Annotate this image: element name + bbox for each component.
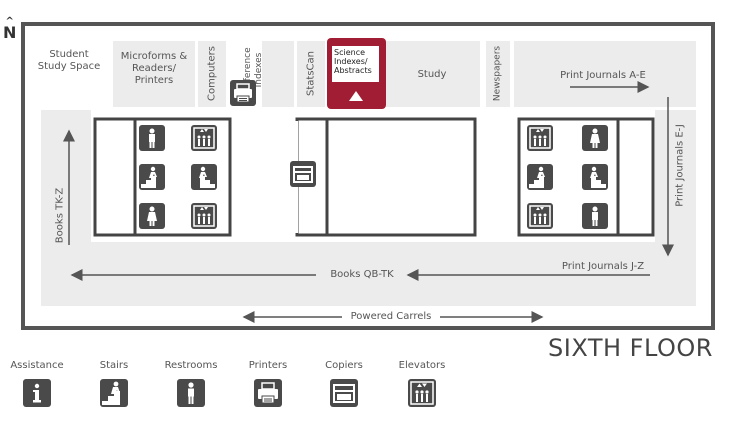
elevator-icon[interactable] [191,203,217,229]
legend-label-stairs: Stairs [99,360,129,371]
label-newspapers: Newspapers [492,45,503,102]
copier-icon[interactable] [290,161,316,187]
label-student-study-space: Student Study Space [37,49,101,72]
label-microforms: Microforms & Readers/ Printers [120,51,188,86]
north-compass: ^ N [3,16,17,42]
stairs-icon [100,379,128,407]
label-powered-carrels: Powered Carrels [342,311,440,323]
stairs-icon[interactable] [527,164,553,190]
printer-icon[interactable] [230,80,256,106]
label-books-tkz: Books TK-Z [54,187,66,244]
label-print-journals-ej: Print Journals E-J [674,124,686,207]
science-indexes-highlight[interactable]: Science Indexes/ Abstracts [327,38,386,109]
compass-letter: N [3,23,17,42]
compass-caret: ^ [5,16,14,27]
restroom-icon [177,379,205,407]
legend-label-copiers: Copiers [325,360,363,371]
zone-top-left [113,41,195,107]
copier-icon [330,379,358,407]
stairs-icon[interactable] [191,164,217,190]
elevator-icon [408,379,436,407]
label-print-journals-ae: Print Journals A-E [560,70,646,81]
label-science-indexes: Science Indexes/ Abstracts [334,48,372,75]
core-middle [295,117,477,237]
label-computers: Computers [206,46,218,101]
restroom-icon[interactable] [139,203,165,229]
zone-study [386,41,480,107]
zone-journals-ae [514,41,696,107]
elevator-icon[interactable] [191,125,217,151]
legend-label-elevators: Elevators [398,360,446,371]
zone-statscan [297,41,325,107]
science-indexes-card: Science Indexes/ Abstracts [332,46,379,82]
elevator-icon[interactable] [527,125,553,151]
legend-label-printers: Printers [248,360,288,371]
stairs-icon[interactable] [582,164,608,190]
restroom-icon[interactable] [582,125,608,151]
legend-label-assistance: Assistance [10,360,64,371]
label-study: Study [417,69,447,80]
label-print-journals-jz: Print Journals J-Z [561,261,645,272]
info-icon [23,379,51,407]
zone-newspapers [486,41,510,107]
elevator-icon[interactable] [527,203,553,229]
zone-computers [198,41,226,107]
restroom-icon[interactable] [582,203,608,229]
stairs-icon[interactable] [139,164,165,190]
printer-icon [254,379,282,407]
label-books-qbtk: Books QB-TK [318,269,406,281]
floor-title: SIXTH FLOOR [548,334,713,362]
zone-reference [262,41,294,107]
legend-label-restrooms: Restrooms [164,360,218,371]
restroom-icon[interactable] [139,125,165,151]
label-statscan: StatsCan [305,51,317,96]
triangle-up-icon [349,91,363,101]
